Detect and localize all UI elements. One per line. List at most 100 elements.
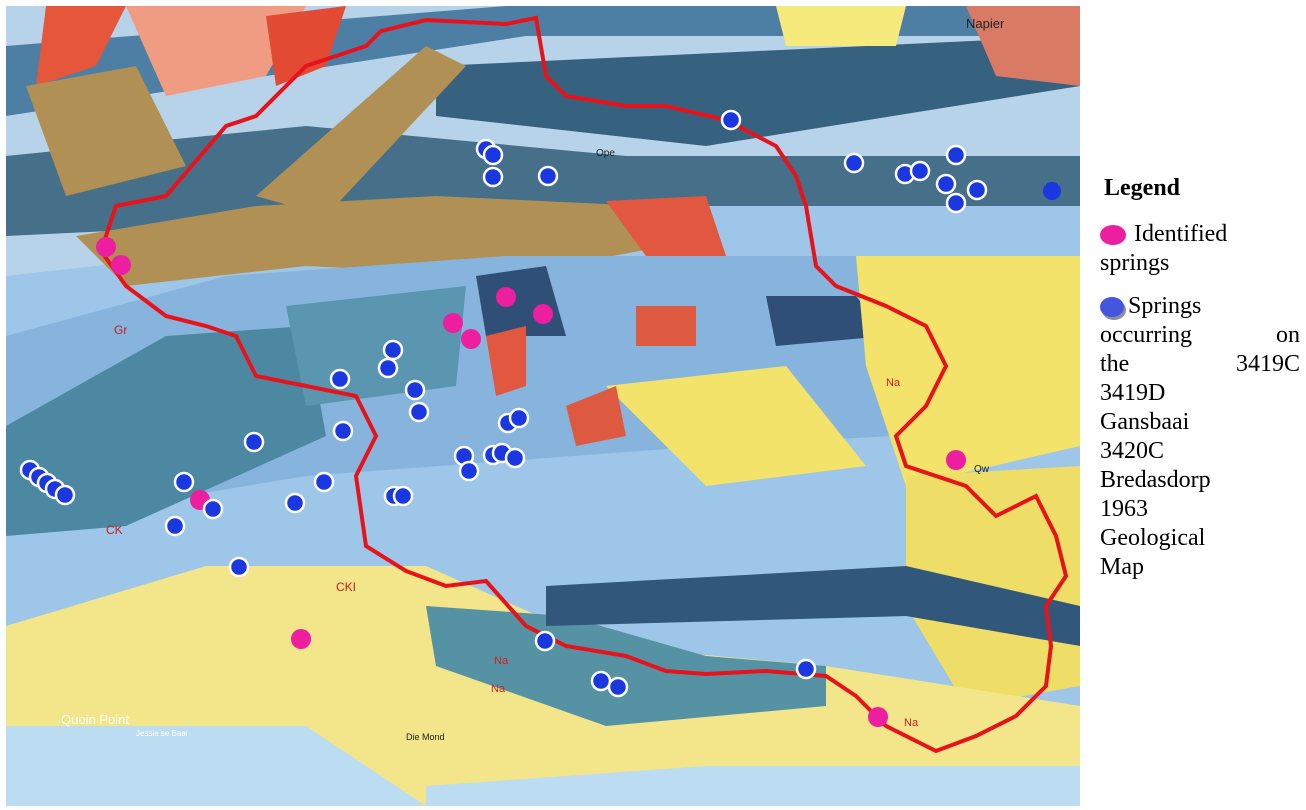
legend-title: Legend: [1104, 175, 1181, 201]
map-spring: [332, 420, 354, 442]
map-legend: Legend Identified springs Springs occurr…: [1100, 175, 1300, 596]
legend-word-on: on: [1276, 322, 1300, 348]
identified-spring: [533, 304, 553, 324]
identified-spring: [461, 329, 481, 349]
legend-identified-line2: springs: [1100, 250, 1170, 276]
label-qw: Qw: [974, 464, 990, 475]
legend-line-map: Map: [1100, 554, 1144, 580]
map-spring: [537, 165, 559, 187]
legend-identified-line1: Identified: [1134, 221, 1228, 247]
map-spring: [243, 431, 265, 453]
geo-unit-teal-west: [6, 326, 326, 536]
label-na-4: Na: [904, 717, 919, 729]
label-ope: Ope: [596, 148, 615, 159]
identified-spring: [291, 629, 311, 649]
geo-unit-red-patch-3: [486, 326, 526, 396]
map-spring: [966, 179, 988, 201]
catchment-boundary: [98, 15, 1069, 754]
identified-spring: [96, 237, 116, 257]
label-na-3: Na: [491, 683, 506, 695]
map-spring: [1043, 182, 1061, 200]
geo-unit-dark-strip-south: [546, 566, 1080, 646]
geo-unit-yellow-ne: [776, 6, 906, 46]
map-spring: [408, 401, 430, 423]
map-spring: [54, 484, 76, 506]
geo-unit-navy-east: [766, 296, 886, 346]
geo-unit-red-ne: [966, 6, 1080, 86]
map-spring: [329, 368, 351, 390]
identified-spring: [443, 313, 463, 333]
label-quoin-point: Quoin Point: [61, 712, 129, 727]
label-jessie-se-baai: Jessie se Baai: [136, 729, 188, 738]
map-spring: [392, 485, 414, 507]
map-spring: [945, 192, 967, 214]
map-spring: [795, 658, 817, 680]
map-spring: [508, 407, 530, 429]
map-spring: [945, 144, 967, 166]
identified-spring-marker-icon: [1100, 225, 1126, 246]
label-na-1: Na: [886, 377, 901, 389]
label-na-2: Na: [494, 655, 509, 667]
map-spring: [607, 676, 629, 698]
map-spring: [382, 339, 404, 361]
map-spring: [482, 144, 504, 166]
geo-unit-sea-south: [426, 766, 1080, 806]
map-spring: [404, 379, 426, 401]
label-die-mond: Die Mond: [406, 732, 445, 742]
legend-identified-springs: Identified springs: [1100, 220, 1300, 278]
map-spring: [228, 556, 250, 578]
map-spring: [720, 109, 742, 131]
legend-line-3420c: 3420C: [1100, 438, 1165, 464]
map-spring: [935, 173, 957, 195]
geo-unit-sea-southwest: [6, 726, 426, 806]
label-gr: Gr: [114, 323, 127, 337]
legend-map-springs: Springs occurring on the 3419C 3419D Gan…: [1100, 292, 1300, 582]
geological-map: Napier Quoin Point Die Mond Qw Na Na Na …: [6, 6, 1080, 806]
map-spring: [202, 498, 224, 520]
map-spring: [843, 152, 865, 174]
map-spring: [909, 160, 931, 182]
geo-unit-dark-band-2: [436, 36, 1080, 146]
map-spring: [284, 492, 306, 514]
identified-spring: [946, 450, 966, 470]
geo-unit-brown-west: [26, 66, 186, 196]
geo-unit-red-central: [606, 196, 726, 256]
legend-line-1963: 1963: [1100, 496, 1148, 522]
map-spring: [377, 357, 399, 379]
legend-word-occurring: occurring: [1100, 322, 1192, 348]
geo-unit-red-patch-2: [566, 386, 626, 446]
map-spring: [458, 460, 480, 482]
legend-occurring-line3: the 3419C: [1100, 350, 1300, 379]
map-spring: [313, 471, 335, 493]
geo-unit-red-patch-1: [636, 306, 696, 346]
label-cki: CKI: [336, 580, 356, 594]
geo-unit-coastal-teal: [426, 606, 826, 726]
map-spring: [482, 166, 504, 188]
legend-line-geological: Geological: [1100, 525, 1206, 551]
geo-unit-red-nw: [36, 6, 126, 86]
identified-spring: [496, 287, 516, 307]
map-spring: [173, 471, 195, 493]
geo-unit-yellow-east: [856, 256, 1080, 486]
map-spring: [534, 630, 556, 652]
label-napier: Napier: [966, 16, 1005, 31]
legend-occurring-line1: Springs: [1128, 293, 1202, 319]
map-spring: [164, 515, 186, 537]
geo-unit-salmon-n: [126, 6, 306, 96]
map-spring-marker-icon: [1100, 297, 1124, 318]
geo-unit-red-n: [266, 6, 346, 86]
legend-occurring-line2: occurring on: [1100, 321, 1300, 350]
legend-line-bredasdorp: Bredasdorp: [1100, 467, 1211, 493]
identified-spring: [868, 707, 888, 727]
legend-line-gansbaai: Gansbaai: [1100, 409, 1190, 435]
geo-unit-yellow-mid: [606, 366, 866, 486]
map-spring: [504, 447, 526, 469]
legend-line-3419d: 3419D: [1100, 380, 1166, 406]
map-spring: [590, 670, 612, 692]
legend-word-the: the: [1100, 351, 1130, 377]
legend-word-3419c: 3419C: [1235, 351, 1300, 377]
map-springs: [19, 109, 1061, 698]
identified-spring: [111, 255, 131, 275]
label-ck: CK: [106, 523, 123, 537]
geo-unit-brown-ridge: [256, 46, 466, 216]
